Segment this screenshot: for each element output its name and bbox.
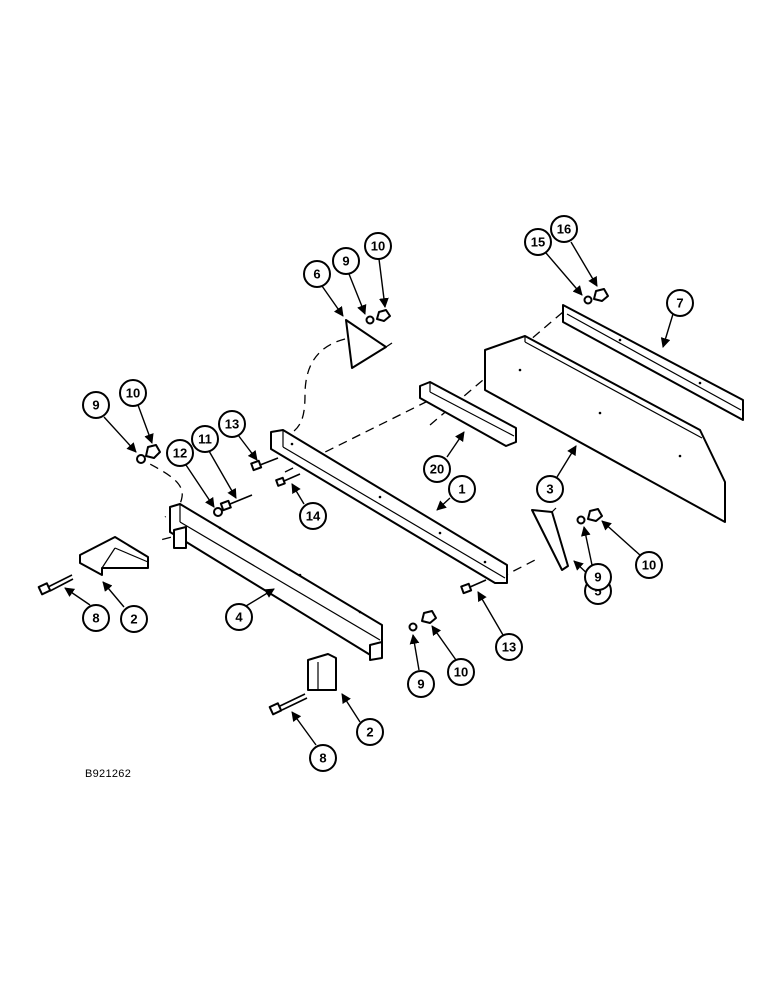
callout-9-bottom: 9 (407, 634, 435, 698)
callout-11: 11 (191, 425, 237, 499)
callout-16: 16 (550, 215, 598, 287)
svg-text:13: 13 (502, 640, 516, 655)
callout-13-bottom: 13 (477, 591, 523, 661)
callout-2-right: 2 (341, 693, 384, 746)
callout-15: 15 (524, 228, 583, 296)
callout-9-top: 9 (332, 247, 367, 315)
svg-text:2: 2 (130, 612, 137, 627)
part-4-channel (169, 503, 383, 661)
svg-text:9: 9 (342, 254, 349, 269)
fasteners (37, 288, 609, 716)
svg-text:2: 2 (366, 725, 373, 740)
part-2-bracket-left (79, 536, 149, 576)
part-6-plate (345, 319, 393, 369)
svg-text:9: 9 (417, 677, 424, 692)
svg-text:8: 8 (92, 611, 99, 626)
holes (218, 338, 702, 614)
svg-text:14: 14 (306, 509, 321, 524)
part-1-beam (270, 429, 508, 584)
callout-14: 14 (291, 483, 327, 530)
callout-6: 6 (303, 260, 344, 317)
svg-text:16: 16 (557, 222, 571, 237)
part-5-plate (531, 507, 569, 571)
svg-text:8: 8 (319, 751, 326, 766)
svg-text:13: 13 (225, 417, 239, 432)
callout-9-right: 9 (581, 526, 612, 591)
svg-text:3: 3 (546, 482, 553, 497)
callout-10-bottom: 10 (431, 625, 475, 686)
callout-12: 12 (166, 439, 215, 508)
figure-code: B921262 (85, 768, 132, 780)
svg-text:9: 9 (594, 570, 601, 585)
part-20-angle (419, 381, 517, 447)
callout-7: 7 (660, 289, 694, 348)
svg-text:10: 10 (642, 558, 656, 573)
svg-text:1: 1 (458, 482, 465, 497)
svg-text:7: 7 (676, 296, 683, 311)
callout-20: 20 (423, 431, 465, 483)
part-7-strip (562, 304, 744, 421)
callout-13-top: 13 (218, 410, 258, 461)
callout-4: 4 (225, 588, 275, 631)
svg-text:10: 10 (371, 239, 385, 254)
callout-8-right: 8 (291, 711, 337, 772)
svg-text:11: 11 (198, 432, 212, 447)
callout-8-left: 8 (64, 587, 110, 632)
callout-10-left: 10 (119, 379, 154, 444)
callout-9-left: 9 (82, 391, 137, 453)
svg-text:10: 10 (126, 386, 140, 401)
callout-1: 1 (436, 475, 476, 511)
svg-text:10: 10 (454, 665, 468, 680)
callout-10-top: 10 (364, 232, 392, 308)
svg-text:12: 12 (173, 446, 187, 461)
callout-2-left: 2 (102, 581, 148, 633)
callout-3: 3 (536, 445, 577, 503)
part-2-bracket-right (307, 653, 337, 691)
svg-text:6: 6 (313, 267, 320, 282)
callout-10-right: 10 (601, 520, 663, 579)
svg-text:4: 4 (235, 610, 243, 625)
svg-text:15: 15 (531, 235, 545, 250)
part-3-panel (484, 335, 726, 523)
svg-text:20: 20 (430, 462, 444, 477)
svg-text:9: 9 (92, 398, 99, 413)
